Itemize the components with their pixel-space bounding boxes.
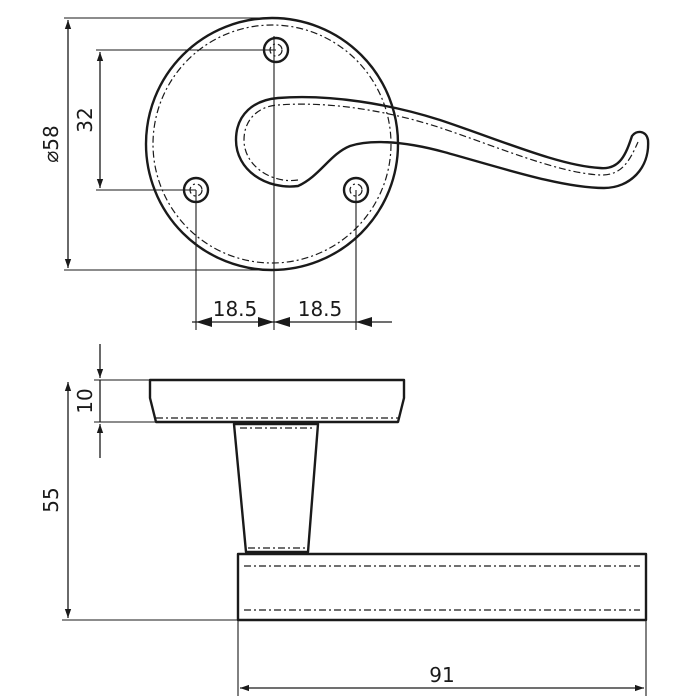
top-view: ⌀58 32 18.5 18.5 <box>39 16 650 330</box>
dim-offset-left: 18.5 <box>213 297 258 321</box>
lever-inner-edge <box>243 103 639 182</box>
dim-rose-diameter: ⌀58 <box>39 125 63 163</box>
dim-screw-spacing: 32 <box>73 107 97 132</box>
dim-rose-thickness: 10 <box>73 388 97 413</box>
rose-profile <box>148 378 406 424</box>
lever-outline <box>234 95 650 190</box>
dim-projection: 55 <box>39 487 63 512</box>
dim-offset-right: 18.5 <box>298 297 343 321</box>
side-view: 10 55 91 <box>39 344 648 696</box>
rose-inner-edge <box>152 24 392 264</box>
lever-bar-profile <box>236 552 648 622</box>
neck-profile <box>232 422 320 554</box>
dim-lever-length: 91 <box>429 663 454 687</box>
